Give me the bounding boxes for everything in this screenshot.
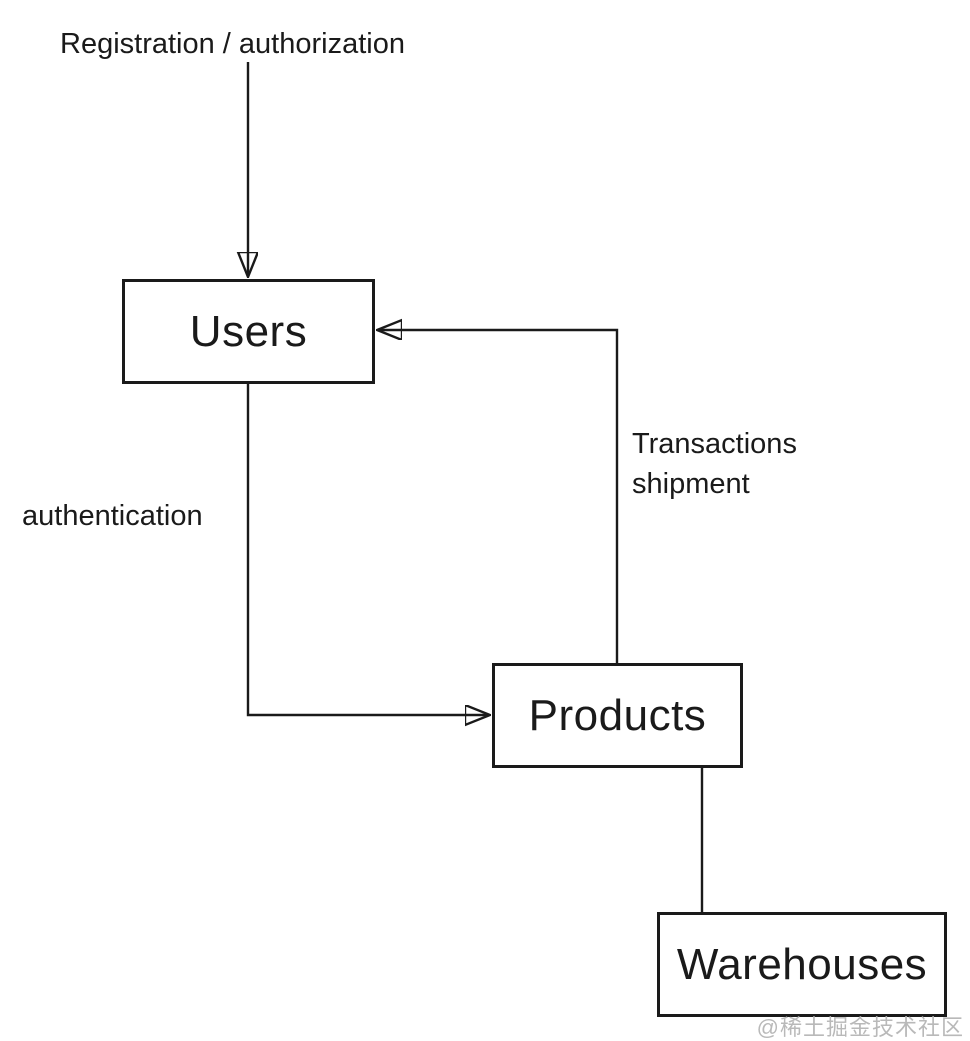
edge-products-to-users: [378, 330, 619, 663]
edge-label-authentication: authentication: [22, 500, 203, 532]
node-products-label: Products: [528, 690, 707, 740]
edge-users-to-products: [246, 384, 489, 715]
edge-label-registration: Registration / authorization: [60, 28, 405, 60]
node-warehouses-label: Warehouses: [676, 939, 928, 989]
edge-label-transactions-line1: Transactions: [632, 428, 797, 460]
node-users: Users: [122, 279, 375, 384]
edge-label-transactions-shipment: Transactions shipment: [632, 424, 797, 504]
node-warehouses: Warehouses: [657, 912, 947, 1017]
node-users-label: Users: [189, 306, 308, 356]
watermark-text: @稀土掘金技术社区: [756, 1015, 964, 1040]
node-products: Products: [492, 663, 743, 768]
edge-label-transactions-line2: shipment: [632, 468, 750, 500]
